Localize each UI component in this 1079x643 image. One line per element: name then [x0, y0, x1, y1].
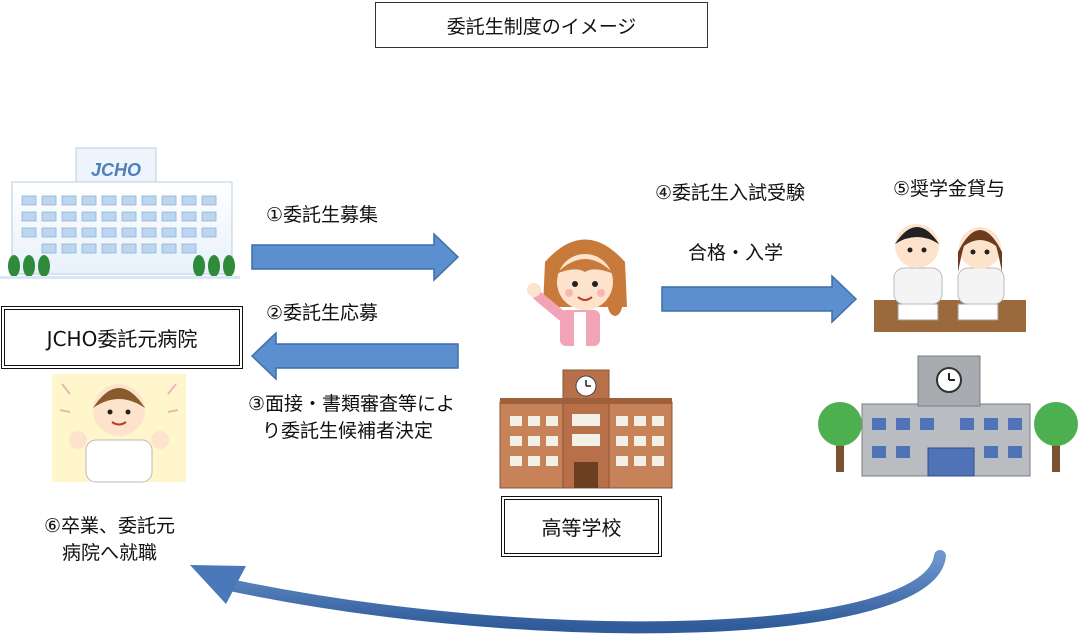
arrow-exam-right — [661, 274, 858, 324]
step-6-label-line2: 病院へ就職 — [62, 542, 158, 564]
students-studying-icon — [874, 224, 1026, 332]
hospital-logo-text: JCHO — [91, 160, 141, 180]
arrow-recruit-right — [251, 232, 460, 282]
arrow-return-curve — [224, 550, 946, 634]
step-5-label: ⑤奨学金貸与 — [893, 178, 1006, 200]
university-building-icon — [818, 355, 1078, 477]
nurse-icon — [52, 374, 186, 483]
step-2-label: ②委託生応募 — [266, 302, 379, 324]
step-4-sub-label: 合格・入学 — [688, 242, 784, 264]
step-4-label: ④委託生入試受験 — [655, 182, 806, 204]
high-school-building-icon — [499, 369, 673, 489]
arrow-apply-left — [250, 331, 459, 381]
student-girl-icon — [527, 239, 627, 346]
step-1-label: ①委託生募集 — [266, 204, 379, 226]
diagram-title: 委託生制度のイメージ — [375, 2, 708, 48]
hospital-building-icon — [0, 147, 240, 279]
high-school-label-box: 高等学校 — [501, 496, 662, 557]
step-3-label-line1: ③面接・書類審査等によ — [248, 393, 456, 415]
hospital-label-box: JCHO委託元病院 — [1, 306, 243, 369]
arrow-return-head — [190, 565, 246, 604]
step-6-label-line1: ⑥卒業、委託元 — [44, 515, 176, 537]
step-3-label-line2: り委託生候補者決定 — [262, 420, 434, 442]
